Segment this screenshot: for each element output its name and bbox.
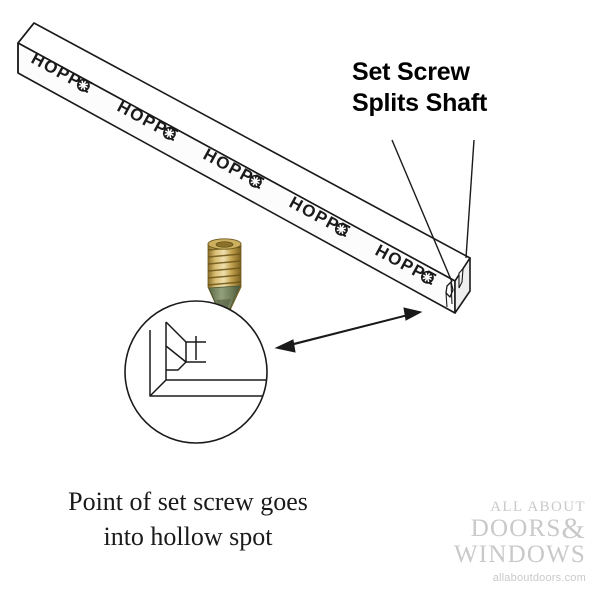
detail-circle-hollow-spot (124, 300, 268, 444)
spindle-shaft (17, 22, 471, 314)
watermark-logo: ALL ABOUT DOORS& WINDOWS allaboutdoors.c… (404, 499, 586, 586)
caption-line-1: Point of set screw goes (68, 487, 308, 516)
diagram-caption: Point of set screw goes into hollow spot (18, 484, 358, 554)
watermark-ampersand: & (561, 512, 586, 545)
watermark-line-2: DOORS& (404, 514, 586, 544)
watermark-doors-text: DOORS (470, 515, 562, 542)
watermark-line-3: WINDOWS (454, 541, 586, 568)
watermark-line-1: ALL ABOUT (490, 499, 586, 515)
callout-title-line-1: Set Screw (352, 58, 470, 86)
callout-title-line-2: Splits Shaft (352, 89, 488, 117)
callout-leader-lines (391, 139, 475, 283)
caption-line-2: into hollow spot (103, 522, 273, 551)
watermark-url: allaboutdoors.com (492, 572, 586, 584)
pointer-arrows (274, 307, 423, 353)
callout-title: Set Screw Splits Shaft (352, 57, 584, 119)
